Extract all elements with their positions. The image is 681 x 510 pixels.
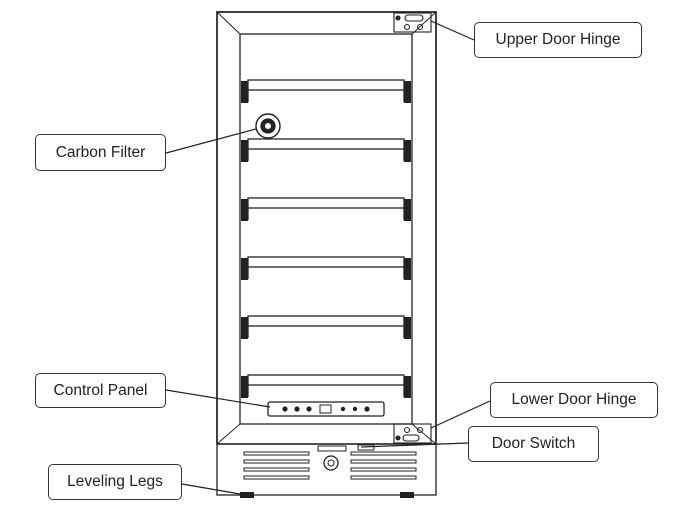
base-grille xyxy=(243,444,417,480)
leader-lines xyxy=(165,20,491,495)
shelf xyxy=(241,79,411,103)
shelf xyxy=(241,138,411,162)
label-upper-door-hinge: Upper Door Hinge xyxy=(474,22,642,58)
label-leveling-legs: Leveling Legs xyxy=(48,464,182,500)
shelf xyxy=(241,256,411,280)
shelf xyxy=(241,197,411,221)
base-lock-icon xyxy=(323,455,339,471)
shelves xyxy=(241,79,411,398)
vent-slot xyxy=(243,467,310,472)
label-carbon-filter: Carbon Filter xyxy=(35,134,166,171)
vent-slot xyxy=(243,475,310,480)
door-switch-block xyxy=(317,445,347,452)
label-control-panel: Control Panel xyxy=(35,373,166,408)
door-outline xyxy=(216,11,437,445)
leveling-legs-icon xyxy=(240,492,414,498)
upper-hinge-icon xyxy=(393,12,432,33)
control-panel-strip xyxy=(267,401,385,417)
shelf xyxy=(241,374,411,398)
vent-slot xyxy=(350,475,417,480)
vent-slot xyxy=(243,459,310,464)
cabinet-outline xyxy=(216,11,437,496)
vent-slot xyxy=(243,451,310,456)
label-door-switch: Door Switch xyxy=(468,426,599,462)
lower-hinge-icon xyxy=(393,423,432,444)
vent-slot xyxy=(350,451,417,456)
frame-bevels xyxy=(216,11,437,445)
shelf xyxy=(241,315,411,339)
label-lower-door-hinge: Lower Door Hinge xyxy=(490,382,658,418)
vent-slot xyxy=(350,467,417,472)
carbon-filter-icon xyxy=(255,113,281,139)
vent-slot xyxy=(350,459,417,464)
glass-pane xyxy=(239,33,413,425)
